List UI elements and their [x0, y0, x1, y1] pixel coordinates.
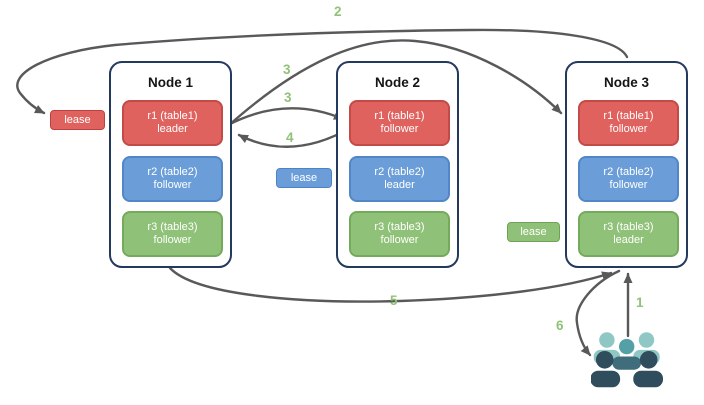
- replica-label: r2 (table2): [147, 165, 198, 178]
- replica-role: leader: [157, 123, 188, 135]
- replica-role: follower: [380, 234, 419, 246]
- lease-badge-red: lease: [50, 110, 105, 130]
- replica-label: r1 (table1): [147, 109, 198, 122]
- node-3-replica-r3: r3 (table3) leader: [578, 211, 679, 257]
- arrow-3-node1-to-node2: [226, 107, 345, 127]
- step-label-3b: 3: [284, 90, 292, 105]
- node-2-title: Node 2: [374, 75, 420, 90]
- step-label-3a: 3: [283, 62, 291, 77]
- node-3-replica-r1: r1 (table1) follower: [578, 100, 679, 146]
- replica-label: r3 (table3): [603, 220, 654, 233]
- users-icon: [591, 332, 663, 388]
- node-3-replica-r2: r2 (table2) follower: [578, 156, 679, 202]
- replica-label: r2 (table2): [374, 165, 425, 178]
- replica-role: follower: [609, 179, 648, 191]
- replica-label: r1 (table1): [374, 109, 425, 122]
- replica-label: r2 (table2): [603, 165, 654, 178]
- replica-label: r1 (table1): [603, 109, 654, 122]
- step-label-4: 4: [286, 130, 294, 145]
- node-1-title: Node 1: [147, 75, 193, 90]
- node-2-replica-r2: r2 (table2) leader: [349, 156, 450, 202]
- node-2: Node 2 r1 (table1) follower r2 (table2) …: [336, 61, 459, 268]
- replica-label: r3 (table3): [147, 220, 198, 233]
- replica-label: r3 (table3): [374, 220, 425, 233]
- replica-role: leader: [613, 234, 644, 246]
- lease-badge-blue: lease: [276, 168, 332, 188]
- step-label-1: 1: [636, 295, 644, 310]
- replica-role: leader: [384, 179, 415, 191]
- node-2-replica-r1: r1 (table1) follower: [349, 100, 450, 146]
- node-3: Node 3 r1 (table1) follower r2 (table2) …: [565, 61, 688, 268]
- step-label-2: 2: [334, 4, 342, 19]
- node-3-title: Node 3: [603, 75, 649, 90]
- node-2-replica-r3: r3 (table3) follower: [349, 211, 450, 257]
- node-1: Node 1 r1 (table1) leader r2 (table2) fo…: [109, 61, 232, 268]
- step-label-6: 6: [556, 318, 564, 333]
- replica-role: follower: [380, 123, 419, 135]
- node-1-replica-r3: r3 (table3) follower: [122, 211, 223, 257]
- replica-role: follower: [153, 179, 192, 191]
- node-1-replica-r2: r2 (table2) follower: [122, 156, 223, 202]
- replica-role: follower: [609, 123, 648, 135]
- lease-badge-green: lease: [507, 222, 560, 242]
- replica-role: follower: [153, 234, 192, 246]
- node-1-replica-r1: r1 (table1) leader: [122, 100, 223, 146]
- step-label-5: 5: [390, 293, 398, 308]
